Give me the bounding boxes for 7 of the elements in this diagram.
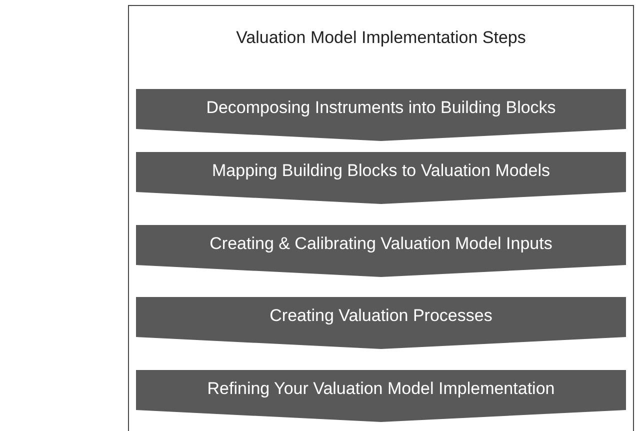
step-label: Creating Valuation Processes [268, 306, 494, 326]
frame-panel [128, 5, 634, 431]
step-label: Decomposing Instruments into Building Blocks [205, 98, 557, 118]
step-label: Mapping Building Blocks to Valuation Models [211, 161, 551, 181]
step-label: Refining Your Valuation Model Implementation [206, 379, 556, 399]
heading: Valuation Model Implementation Steps [235, 28, 527, 48]
step-label: Creating & Calibrating Valuation Model Inputs [208, 234, 554, 254]
